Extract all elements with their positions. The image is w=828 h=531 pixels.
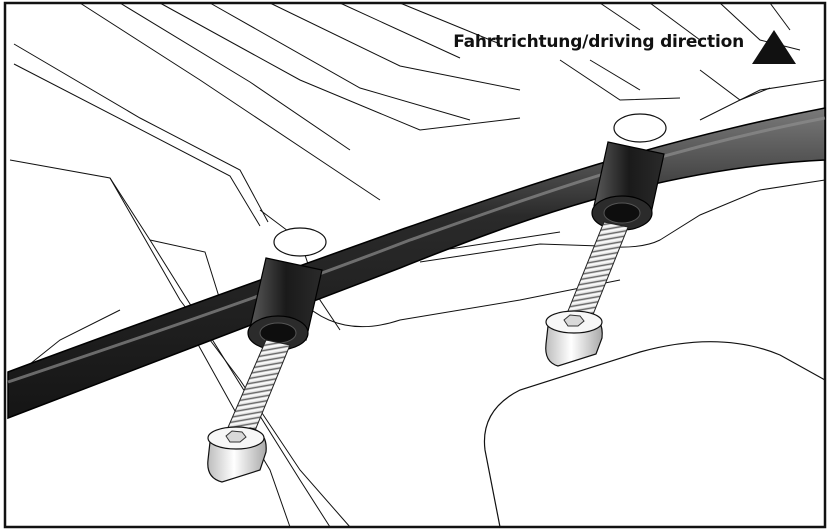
driving-direction-label: Fahrtrichtung/driving direction — [453, 32, 744, 52]
right-bushing — [591, 141, 665, 231]
triangle-up-icon — [752, 30, 796, 64]
left-mount-seat — [273, 227, 327, 257]
right-bolt — [545, 221, 629, 367]
frame-border — [3, 1, 827, 529]
left-bolt — [207, 339, 291, 483]
stabilizer-bar-highlight — [7, 116, 826, 384]
right-mount-seat — [613, 113, 667, 143]
base-plate-outline — [483, 341, 826, 528]
